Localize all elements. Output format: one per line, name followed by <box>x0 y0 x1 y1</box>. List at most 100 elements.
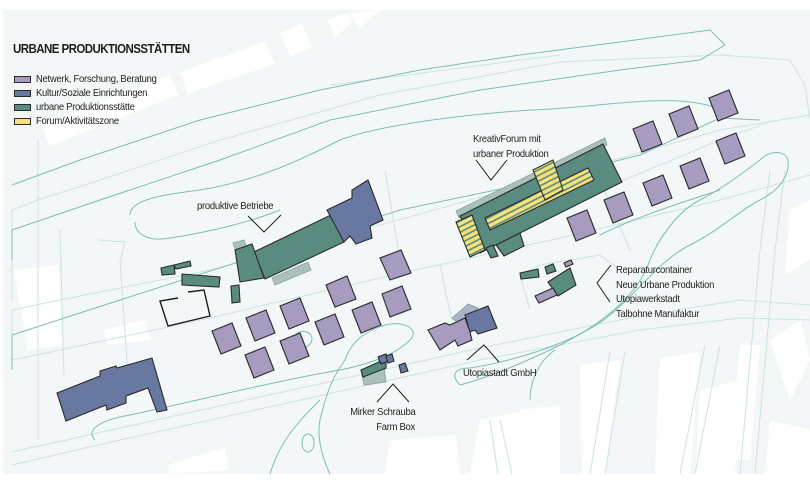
annotation-line: Utopiawerkstadt <box>616 293 680 305</box>
building-produktion-rep <box>519 268 540 280</box>
kultur-buildings <box>56 179 498 422</box>
block-e-1 <box>785 200 810 275</box>
block-north-6 <box>350 10 380 28</box>
annotation-line: Neue Urbane Produktion <box>616 278 715 291</box>
road-line <box>739 169 771 475</box>
building-netwerk <box>642 174 673 207</box>
contour-line <box>269 399 321 475</box>
leader-reparatur <box>596 264 612 303</box>
building-produktion-wing <box>234 243 265 283</box>
annotation-mirker: Mirker Schrauba Farm Box <box>350 405 416 434</box>
building-netwerk <box>715 132 746 165</box>
building-produktion-small <box>181 273 221 288</box>
building-kultur-mirker <box>385 353 395 364</box>
contour-line <box>454 152 789 386</box>
building-netwerk <box>379 249 412 281</box>
outline-structure <box>159 289 211 327</box>
legend-swatch-netwerk <box>14 75 31 83</box>
block-south-2 <box>385 435 460 474</box>
building-netwerk <box>244 346 275 379</box>
block-north-4 <box>280 24 312 56</box>
annotation-line: Talbohne Manufaktur <box>616 307 700 320</box>
road-line <box>11 54 810 300</box>
building-netwerk <box>668 105 699 138</box>
annotation-line: produktive Betriebe <box>197 200 274 212</box>
annotation-line: Mirker Schrauba <box>350 406 416 418</box>
block-se-2 <box>770 320 810 400</box>
legend-label: urbane Produktionsstätte <box>36 101 135 113</box>
annex-grey-kreativ <box>455 137 608 219</box>
road-line <box>754 169 786 475</box>
netwerk-buildings <box>211 89 746 379</box>
building-produktion-rep <box>544 263 557 275</box>
building-netwerk <box>279 332 310 365</box>
legend-item-produktion: urbane Produktionsstätte <box>14 100 170 114</box>
annotation-produktive-betriebe: produktive Betriebe <box>197 199 274 214</box>
road-line <box>499 419 513 475</box>
building-produktion-small <box>230 284 241 304</box>
building-kultur-north <box>326 179 384 245</box>
building-kreativ-annex <box>485 244 499 259</box>
forum-zones <box>455 159 595 258</box>
forum-zone-end <box>455 214 486 258</box>
legend-label: Netwerk, Forschung, Beratung <box>36 73 157 85</box>
block-north-1 <box>42 75 178 146</box>
building-netwerk <box>381 285 412 318</box>
road-line <box>604 351 626 475</box>
annotation-reparatur: Reparaturcontainer Neue Urbane Produktio… <box>616 263 714 321</box>
block-south-1 <box>168 447 228 474</box>
block-west-2 <box>104 320 150 345</box>
annex-shapes <box>232 137 608 386</box>
contour-line <box>318 359 346 475</box>
road-line <box>679 344 706 475</box>
legend-label: Forum/Aktivitätszone <box>36 115 119 127</box>
road-line <box>329 54 561 86</box>
building-netwerk-rep <box>534 287 558 304</box>
leader-produktive <box>247 214 282 233</box>
building-kultur-mirker <box>398 362 409 374</box>
annotation-line: Reparaturcontainer <box>616 264 693 276</box>
block-south-4 <box>580 360 620 474</box>
block-north-3 <box>220 41 274 80</box>
annotation-line: Farm Box <box>376 420 415 433</box>
forum-zone-tower <box>532 159 564 201</box>
building-kreativ-annex <box>495 232 525 257</box>
building-netwerk <box>632 120 663 153</box>
annotation-line: Utopiastadt GmbH <box>463 367 537 379</box>
contour-line <box>11 29 726 260</box>
building-netwerk <box>314 313 345 346</box>
road-line <box>59 229 65 376</box>
building-netwerk <box>351 301 382 334</box>
contour-pond <box>301 433 315 453</box>
building-produktion-small <box>173 260 192 270</box>
road-line <box>11 174 810 361</box>
legend-label: Kultur/Soziale Einrichtungen <box>36 87 148 99</box>
block-north-5 <box>328 13 352 38</box>
legend-item-kultur: Kultur/Soziale Einrichtungen <box>14 86 170 100</box>
annotation-line: urbaner Produktion <box>473 147 549 160</box>
map-title: URBANE PRODUKTIONSSTÄTTEN <box>13 42 190 56</box>
contour-line <box>129 100 721 216</box>
block-se-1 <box>730 345 760 460</box>
building-netwerk <box>211 322 242 355</box>
annotation-line: KreativForum mit <box>473 133 541 145</box>
block-se-3 <box>765 420 810 474</box>
annex-grey <box>271 261 312 286</box>
block-s-road-2 <box>695 380 740 474</box>
contour-line <box>599 189 721 236</box>
building-netwerk <box>325 275 357 308</box>
road-line <box>519 274 531 311</box>
legend-item-netwerk: Netwerk, Forschung, Beratung <box>14 72 170 86</box>
road-line <box>694 344 721 475</box>
building-kultur-west <box>56 357 168 422</box>
road-line <box>11 317 810 466</box>
legend: Netwerk, Forschung, Beratung Kultur/Sozi… <box>14 72 170 128</box>
building-produktion-small <box>160 264 176 276</box>
building-netwerk-utopia <box>427 317 473 351</box>
contour-line <box>529 349 556 401</box>
background-blocks <box>14 10 810 474</box>
legend-swatch-produktion <box>14 103 31 111</box>
leader-lines <box>247 159 612 403</box>
building-netwerk <box>279 297 310 330</box>
